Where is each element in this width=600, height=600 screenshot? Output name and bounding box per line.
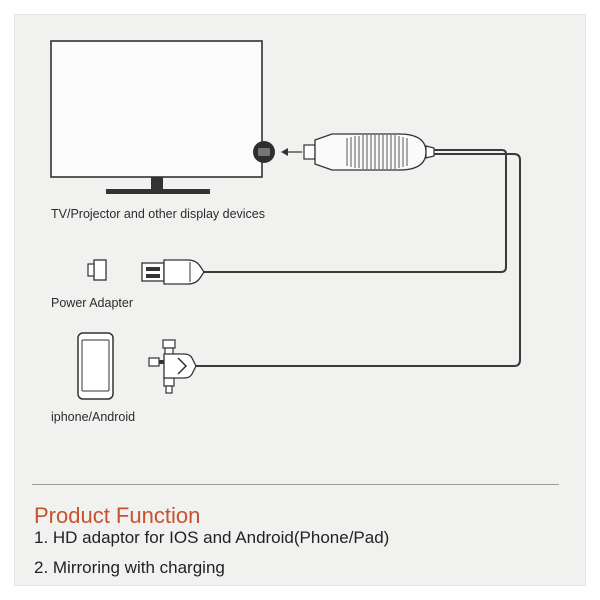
phone-label: iphone/Android bbox=[51, 410, 136, 424]
package-panel: TV/Projector and other display devices P… bbox=[14, 14, 586, 586]
hdmi-dongle-icon bbox=[303, 133, 435, 171]
feature-item-2: 2. Mirroring with charging bbox=[34, 558, 225, 577]
phone-icon bbox=[77, 332, 114, 400]
display-device-label: TV/Projector and other display devices bbox=[51, 207, 265, 221]
section-divider bbox=[32, 484, 559, 485]
cable-lines bbox=[196, 149, 521, 367]
connection-diagram bbox=[50, 40, 521, 400]
arrow-left-icon bbox=[281, 148, 302, 156]
product-function-title: Product Function bbox=[34, 503, 201, 528]
usb-plug-icon bbox=[141, 259, 205, 285]
tv-icon bbox=[50, 40, 263, 194]
power-adapter-icon bbox=[87, 259, 107, 281]
multi-connector-icon bbox=[148, 339, 197, 394]
power-adapter-label: Power Adapter bbox=[51, 296, 133, 310]
hdmi-port-icon bbox=[253, 141, 275, 163]
feature-item-1: 1. HD adaptor for IOS and Android(Phone/… bbox=[34, 528, 390, 547]
